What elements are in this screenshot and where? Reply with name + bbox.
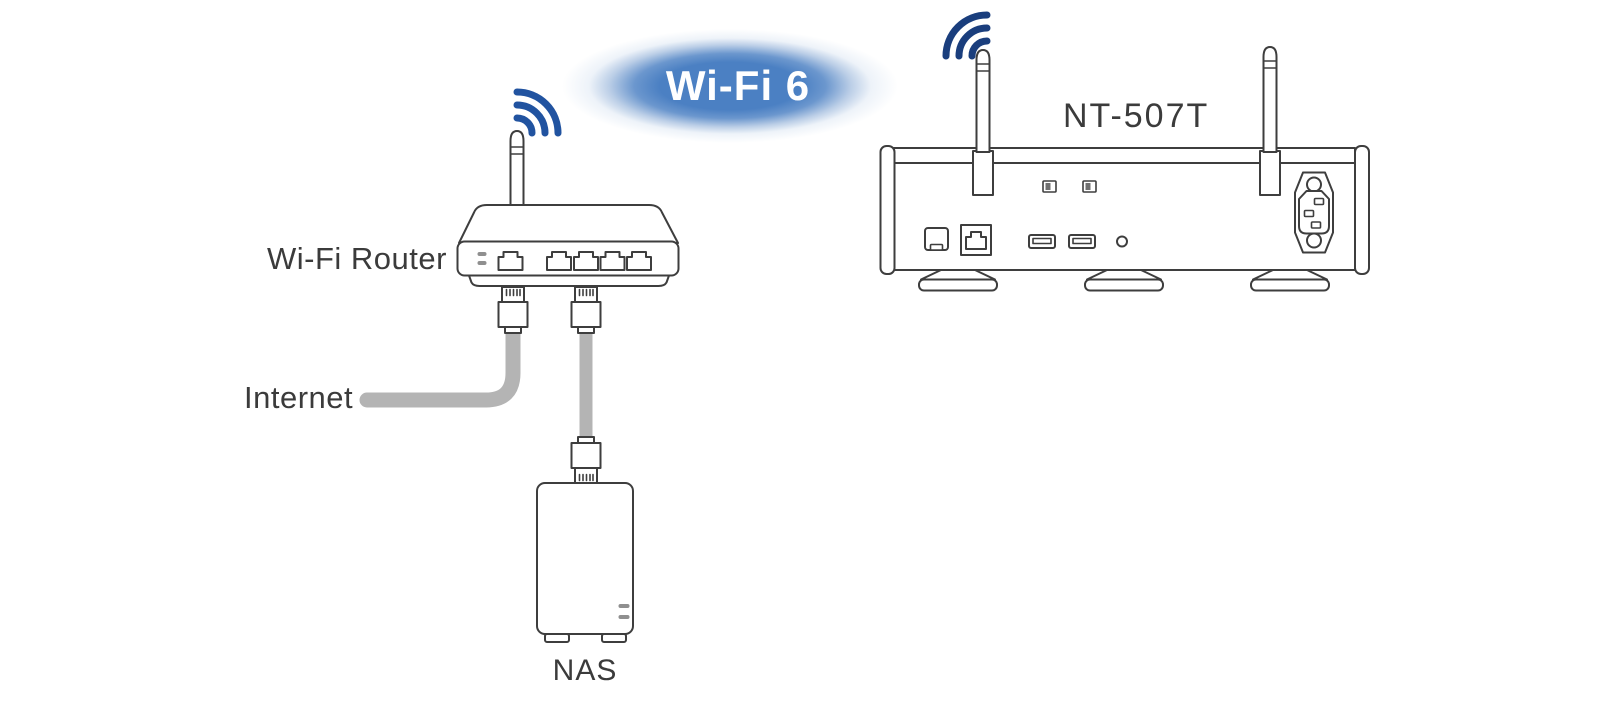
nas-illustration [536,482,634,643]
nas-foot [544,633,570,643]
rj45-plug [570,286,602,334]
ethernet-port [599,251,626,271]
device-foot [1250,269,1330,292]
device-left-rail [879,145,896,275]
ac-power-inlet [1294,171,1334,254]
wifi6-badge: Wi-Fi 6 [562,29,898,143]
nt507t-illustration [879,11,1370,292]
ethernet-port [573,251,599,271]
reset-button [1116,235,1128,248]
nas-foot [601,633,627,643]
wifi-router-illustration [456,88,680,287]
dip-switch [1042,180,1057,193]
usb-port [1028,234,1056,249]
wifi6-label: Wi-Fi 6 [665,62,811,109]
ethernet-port [960,224,992,256]
internet-label: Internet [244,380,354,415]
ethernet-port [546,251,572,271]
router-base-lip [468,274,670,287]
router-wan-port [497,251,524,271]
internet-connection [359,286,529,408]
router-top-case [458,204,679,244]
device-foot [1084,269,1164,292]
device-right-rail [1354,145,1370,275]
router-label: Wi-Fi Router [267,241,447,276]
device-antenna-right [1259,46,1281,196]
nas-connection [570,286,602,484]
internet-cable [359,322,521,408]
card-slot [924,227,949,251]
nas-body [536,482,634,635]
dip-switch [1082,180,1097,193]
rj45-plug [497,286,529,334]
device-antenna-left [972,49,994,196]
device-foot [918,269,998,292]
wifi-signal-icon [513,88,562,137]
router-status-leds [477,252,487,265]
wifi-signal-icon [942,11,991,60]
router-lan-ports [546,251,652,271]
nas-status-leds [618,604,630,619]
ethernet-port [626,251,652,271]
usb-port [1068,234,1096,249]
nas-label: NAS [552,654,618,687]
device-label: NT-507T [1063,97,1210,135]
rj45-plug [570,436,602,484]
